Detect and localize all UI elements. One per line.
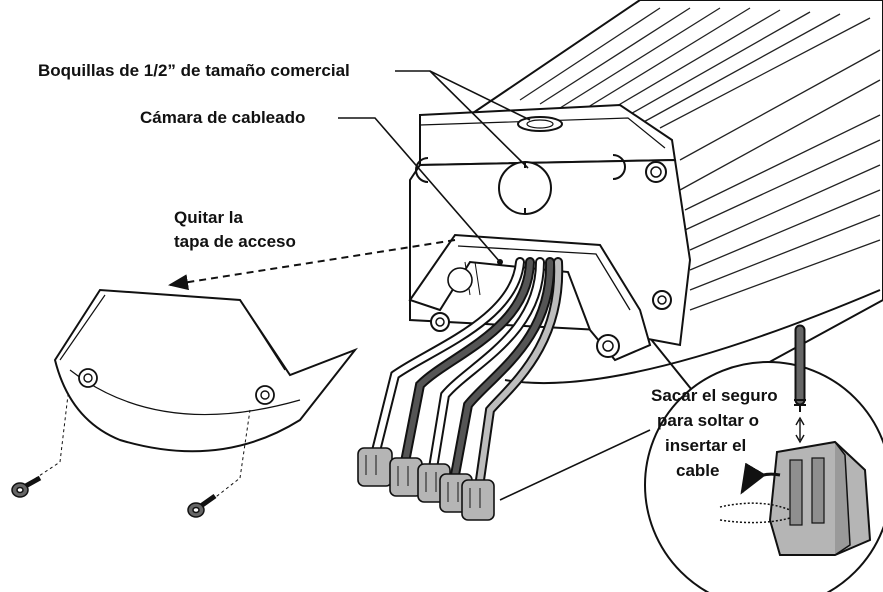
double-arrow-icon — [795, 416, 805, 444]
chamber-label: Cámara de cableado — [140, 108, 306, 127]
lock-label-line1: Sacar el seguro — [651, 386, 778, 405]
curved-arrow-icon — [740, 462, 781, 495]
removal-arrow — [168, 239, 456, 291]
lock-label-line4: cable — [676, 461, 720, 480]
screw-icon — [11, 394, 69, 498]
remove-cover-label-line1: Quitar la — [174, 208, 243, 227]
wiring-chamber — [408, 233, 652, 362]
leader-lines — [338, 70, 651, 501]
access-cover — [53, 288, 359, 453]
lock-label-line3: insertar el — [665, 436, 747, 455]
nozzles-label: Boquillas de 1/2” de tamaño comercial — [38, 61, 350, 80]
lock-label-line2: para soltar o — [657, 411, 760, 430]
connector-1 — [357, 447, 393, 487]
screw-icon — [187, 409, 251, 518]
connectors — [357, 447, 495, 521]
wires — [370, 257, 564, 485]
connector-5 — [461, 479, 495, 521]
remove-cover-label-line2: tapa de acceso — [174, 232, 296, 251]
